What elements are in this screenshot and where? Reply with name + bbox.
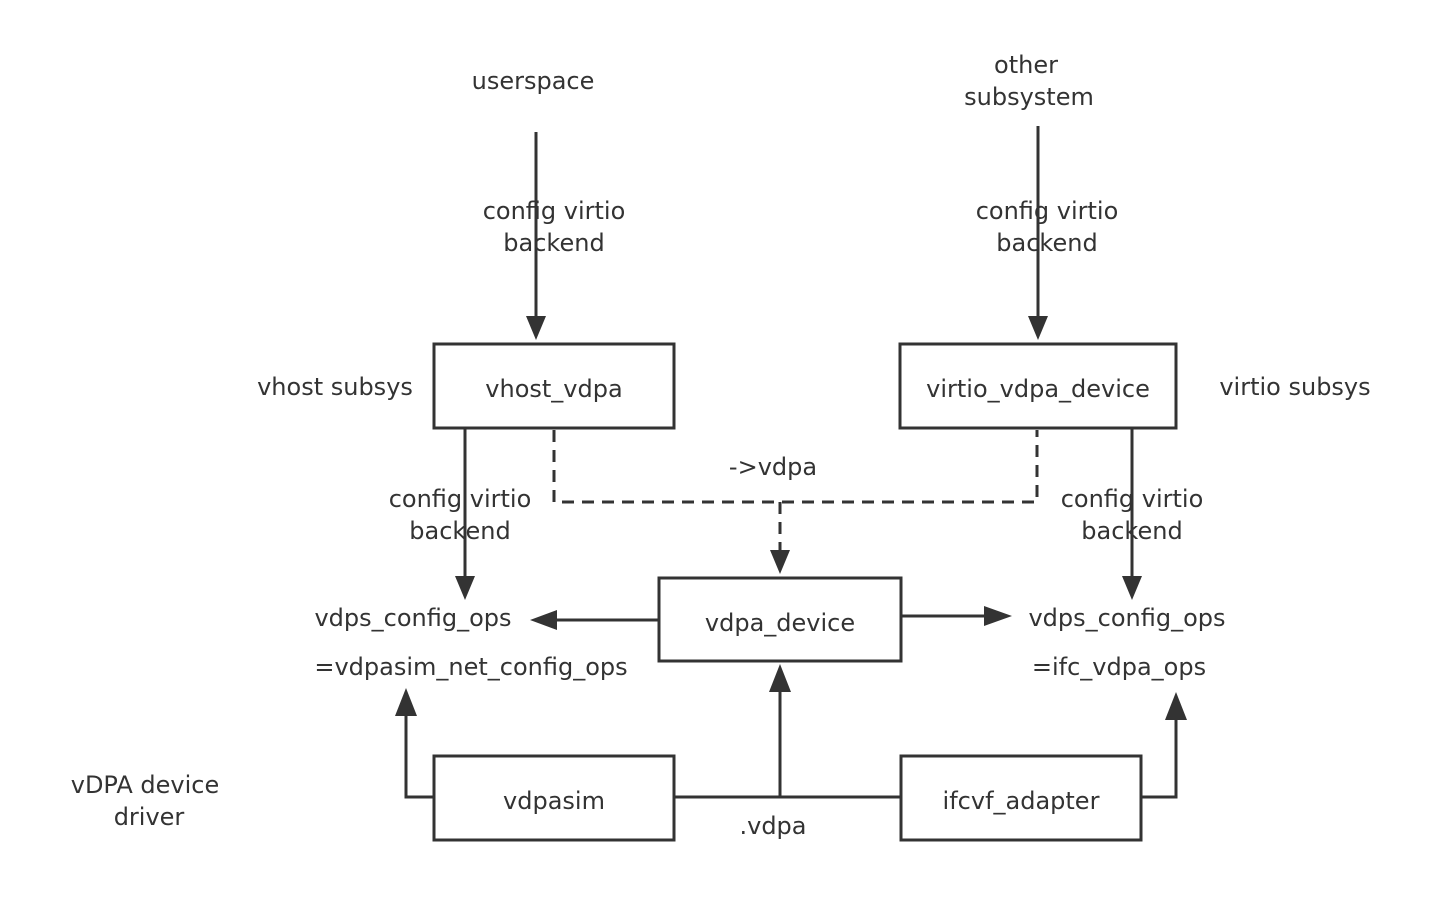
arrowhead-vhost-top xyxy=(526,316,546,340)
vhost-subsys-label: vhost subsys xyxy=(257,373,413,401)
vdpasim-node: vdpasim xyxy=(432,754,676,842)
arrowhead-ops-left-bottom xyxy=(395,688,417,716)
ifcvf-adapter-label: ifcvf_adapter xyxy=(943,787,1100,815)
ops-right-value: =ifc_vdpa_ops xyxy=(1032,653,1206,681)
ifcvf-adapter-box xyxy=(899,754,1143,842)
ops-left-value: =vdpasim_net_config_ops xyxy=(314,653,627,681)
vdpa-driver-label-line1: vDPA device xyxy=(71,771,220,799)
vhost-vdpa-label: vhost_vdpa xyxy=(485,375,622,403)
ops-left-name: vdps_config_ops xyxy=(314,604,511,632)
vhost-vdpa-box xyxy=(432,342,676,430)
vdpasim-box xyxy=(432,754,676,842)
arrowhead-virtio-top xyxy=(1028,316,1048,340)
config-left-mid-line1: config virtio xyxy=(389,485,532,513)
edge-ifcvf-to-ops-right xyxy=(1140,718,1178,799)
vdpa-device-node: vdpa_device xyxy=(657,576,903,663)
config-left-top-line2: backend xyxy=(503,229,604,257)
arrowhead-ops-right-side xyxy=(984,606,1012,626)
other-subsystem-label-line1: other xyxy=(994,51,1058,79)
virtio-vdpa-device-label: virtio_vdpa_device xyxy=(926,375,1150,403)
userspace-label: userspace xyxy=(472,67,595,95)
arrowhead-ops-right-top xyxy=(1122,576,1142,600)
config-right-top-line2: backend xyxy=(996,229,1097,257)
virtio-vdpa-device-node: virtio_vdpa_device xyxy=(898,342,1178,430)
vhost-vdpa-node: vhost_vdpa xyxy=(432,342,676,430)
ops-right-name: vdps_config_ops xyxy=(1028,604,1225,632)
arrowhead-ops-left-top xyxy=(455,576,475,600)
arrowhead-device-bottom xyxy=(769,664,791,692)
vdpa-device-label: vdpa_device xyxy=(705,609,855,637)
edge-vdpasim-to-ops-left xyxy=(404,715,434,799)
config-left-top-line1: config virtio xyxy=(483,197,626,225)
arrow-vdpa-label: ->vdpa xyxy=(729,453,817,481)
vdpa-driver-label-line2: driver xyxy=(114,803,185,831)
config-right-mid-line1: config virtio xyxy=(1061,485,1204,513)
vdpasim-label: vdpasim xyxy=(503,787,605,815)
arrowhead-vdpa-device-top xyxy=(770,550,790,574)
virtio-subsys-label: virtio subsys xyxy=(1219,373,1370,401)
ifcvf-adapter-node: ifcvf_adapter xyxy=(899,754,1143,842)
vdpa-device-box xyxy=(657,576,903,663)
edge-vdpa-dashed-bracket xyxy=(552,430,1039,504)
config-left-mid-line2: backend xyxy=(409,517,510,545)
other-subsystem-label-line2: subsystem xyxy=(964,83,1094,111)
arrowhead-ops-right-bottom xyxy=(1165,692,1187,720)
dot-vdpa-label: .vdpa xyxy=(739,812,806,840)
arrowhead-ops-left-side xyxy=(530,610,557,630)
config-right-top-line1: config virtio xyxy=(976,197,1119,225)
virtio-vdpa-device-box xyxy=(898,342,1178,430)
config-right-mid-line2: backend xyxy=(1081,517,1182,545)
